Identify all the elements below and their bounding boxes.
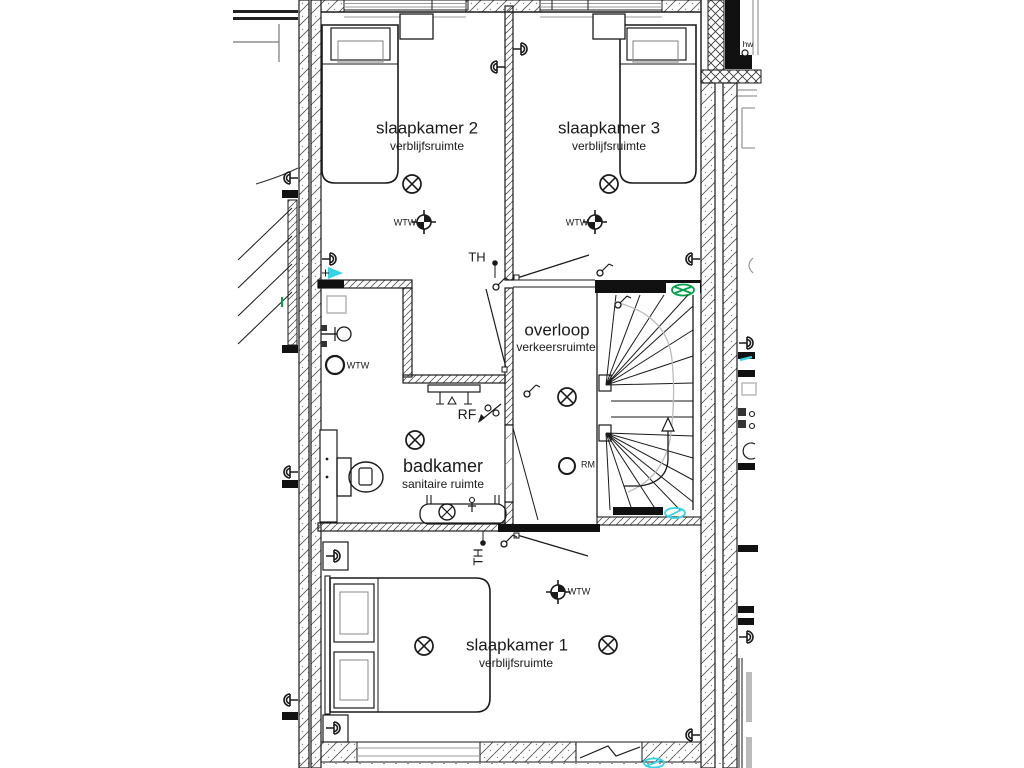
ceiling-light-icon — [598, 635, 618, 655]
interior-wall — [504, 5, 514, 281]
interior-walls-badkamer — [317, 279, 514, 532]
heavy-wall — [498, 524, 600, 532]
door-swing — [512, 427, 539, 521]
hot-water-label: hw — [742, 38, 754, 49]
room-label-badkamer: badkamer — [402, 456, 484, 476]
toilet — [336, 457, 384, 497]
nightstand — [399, 13, 434, 40]
socket-icon — [490, 60, 506, 74]
socket-icon — [321, 252, 337, 266]
ceiling-light-icon — [414, 636, 434, 656]
up-arrow-icon — [624, 416, 675, 487]
window-opening — [343, 0, 467, 11]
window-opening — [575, 741, 643, 763]
staircase — [596, 293, 702, 526]
room-sublabel-overloop: verkeersruimte — [516, 340, 596, 354]
ceiling-light-icon — [599, 174, 619, 194]
wtw-vent-point-icon — [545, 579, 571, 605]
window-vent-zigzag — [579, 745, 641, 759]
rf-label: RF — [457, 406, 477, 422]
bed-slaapkamer1 — [324, 575, 491, 715]
bed-slaapkamer3 — [619, 24, 697, 184]
nightstand — [592, 13, 626, 40]
wtw-unit-icon — [324, 354, 346, 376]
room-label-slaapkamer3: slaapkamer 3 — [557, 118, 661, 138]
neighbor-fragment-left — [233, 10, 299, 720]
hot-water-point-icon — [741, 49, 749, 57]
washbasin — [419, 495, 507, 525]
thermostat-point — [492, 260, 498, 278]
door-leaf — [504, 424, 539, 521]
insulation-edge — [299, 762, 737, 768]
room-sublabel-slaapkamer3: verblijfsruimte — [571, 139, 647, 153]
stair-treads — [605, 294, 694, 511]
party-wall-right — [700, 0, 738, 768]
window-opening — [539, 0, 663, 11]
bed-slaapkamer2 — [321, 24, 399, 184]
door-leaf — [513, 254, 590, 281]
smoke-detector-label: RM — [581, 459, 595, 470]
ceiling-light-icon — [402, 174, 422, 194]
socket-icon — [685, 728, 701, 742]
thermostat-label: TH — [468, 249, 486, 265]
socket-icon — [685, 252, 701, 266]
socket-icon — [512, 42, 528, 56]
smoke-detector-icon — [558, 457, 576, 475]
wtw-label: WTW — [393, 217, 417, 228]
window-opening — [356, 741, 481, 763]
room-sublabel-slaapkamer1: verblijfsruimte — [478, 656, 554, 670]
nightstand — [431, 0, 469, 11]
facade-wall-bottom — [299, 741, 737, 768]
thermostat-point — [480, 531, 486, 546]
switch-icon — [523, 384, 541, 398]
radiator — [427, 384, 481, 405]
thermostat-label: TH — [470, 548, 486, 566]
switch-icon — [596, 263, 614, 277]
supply-air-icon — [322, 267, 343, 279]
room-sublabel-slaapkamer2: verblijfsruimte — [389, 139, 465, 153]
vent-valve-cyan-icon — [664, 507, 686, 519]
walking-line — [614, 301, 675, 493]
room-label-overloop: overloop — [524, 320, 590, 340]
bathroom-cabinet — [319, 429, 338, 523]
wtw-label: WTW — [567, 586, 591, 597]
door-threshold — [513, 279, 595, 288]
door-leaf — [513, 532, 589, 557]
nightstand — [551, 0, 589, 11]
room-sublabel-badkamer: sanitaire ruimte — [401, 477, 485, 491]
duct-black — [725, 0, 759, 69]
ceiling-light-icon — [405, 430, 425, 450]
wtw-label: WTW — [565, 217, 589, 228]
party-wall-left — [298, 0, 322, 768]
ceiling-light-icon — [557, 387, 577, 407]
rf-symbol — [478, 403, 502, 423]
wtw-unit-label: WTW — [346, 360, 370, 371]
neighbor-fragment-right — [738, 89, 758, 768]
shaft-outline — [326, 295, 347, 314]
crosshatch-wall — [700, 0, 762, 84]
door-leaf — [485, 288, 508, 373]
extract-air-icon — [671, 283, 695, 297]
room-label-slaapkamer2: slaapkamer 2 — [375, 118, 479, 138]
room-label-slaapkamer1: slaapkamer 1 — [465, 635, 569, 655]
wall-fixture — [321, 325, 352, 347]
